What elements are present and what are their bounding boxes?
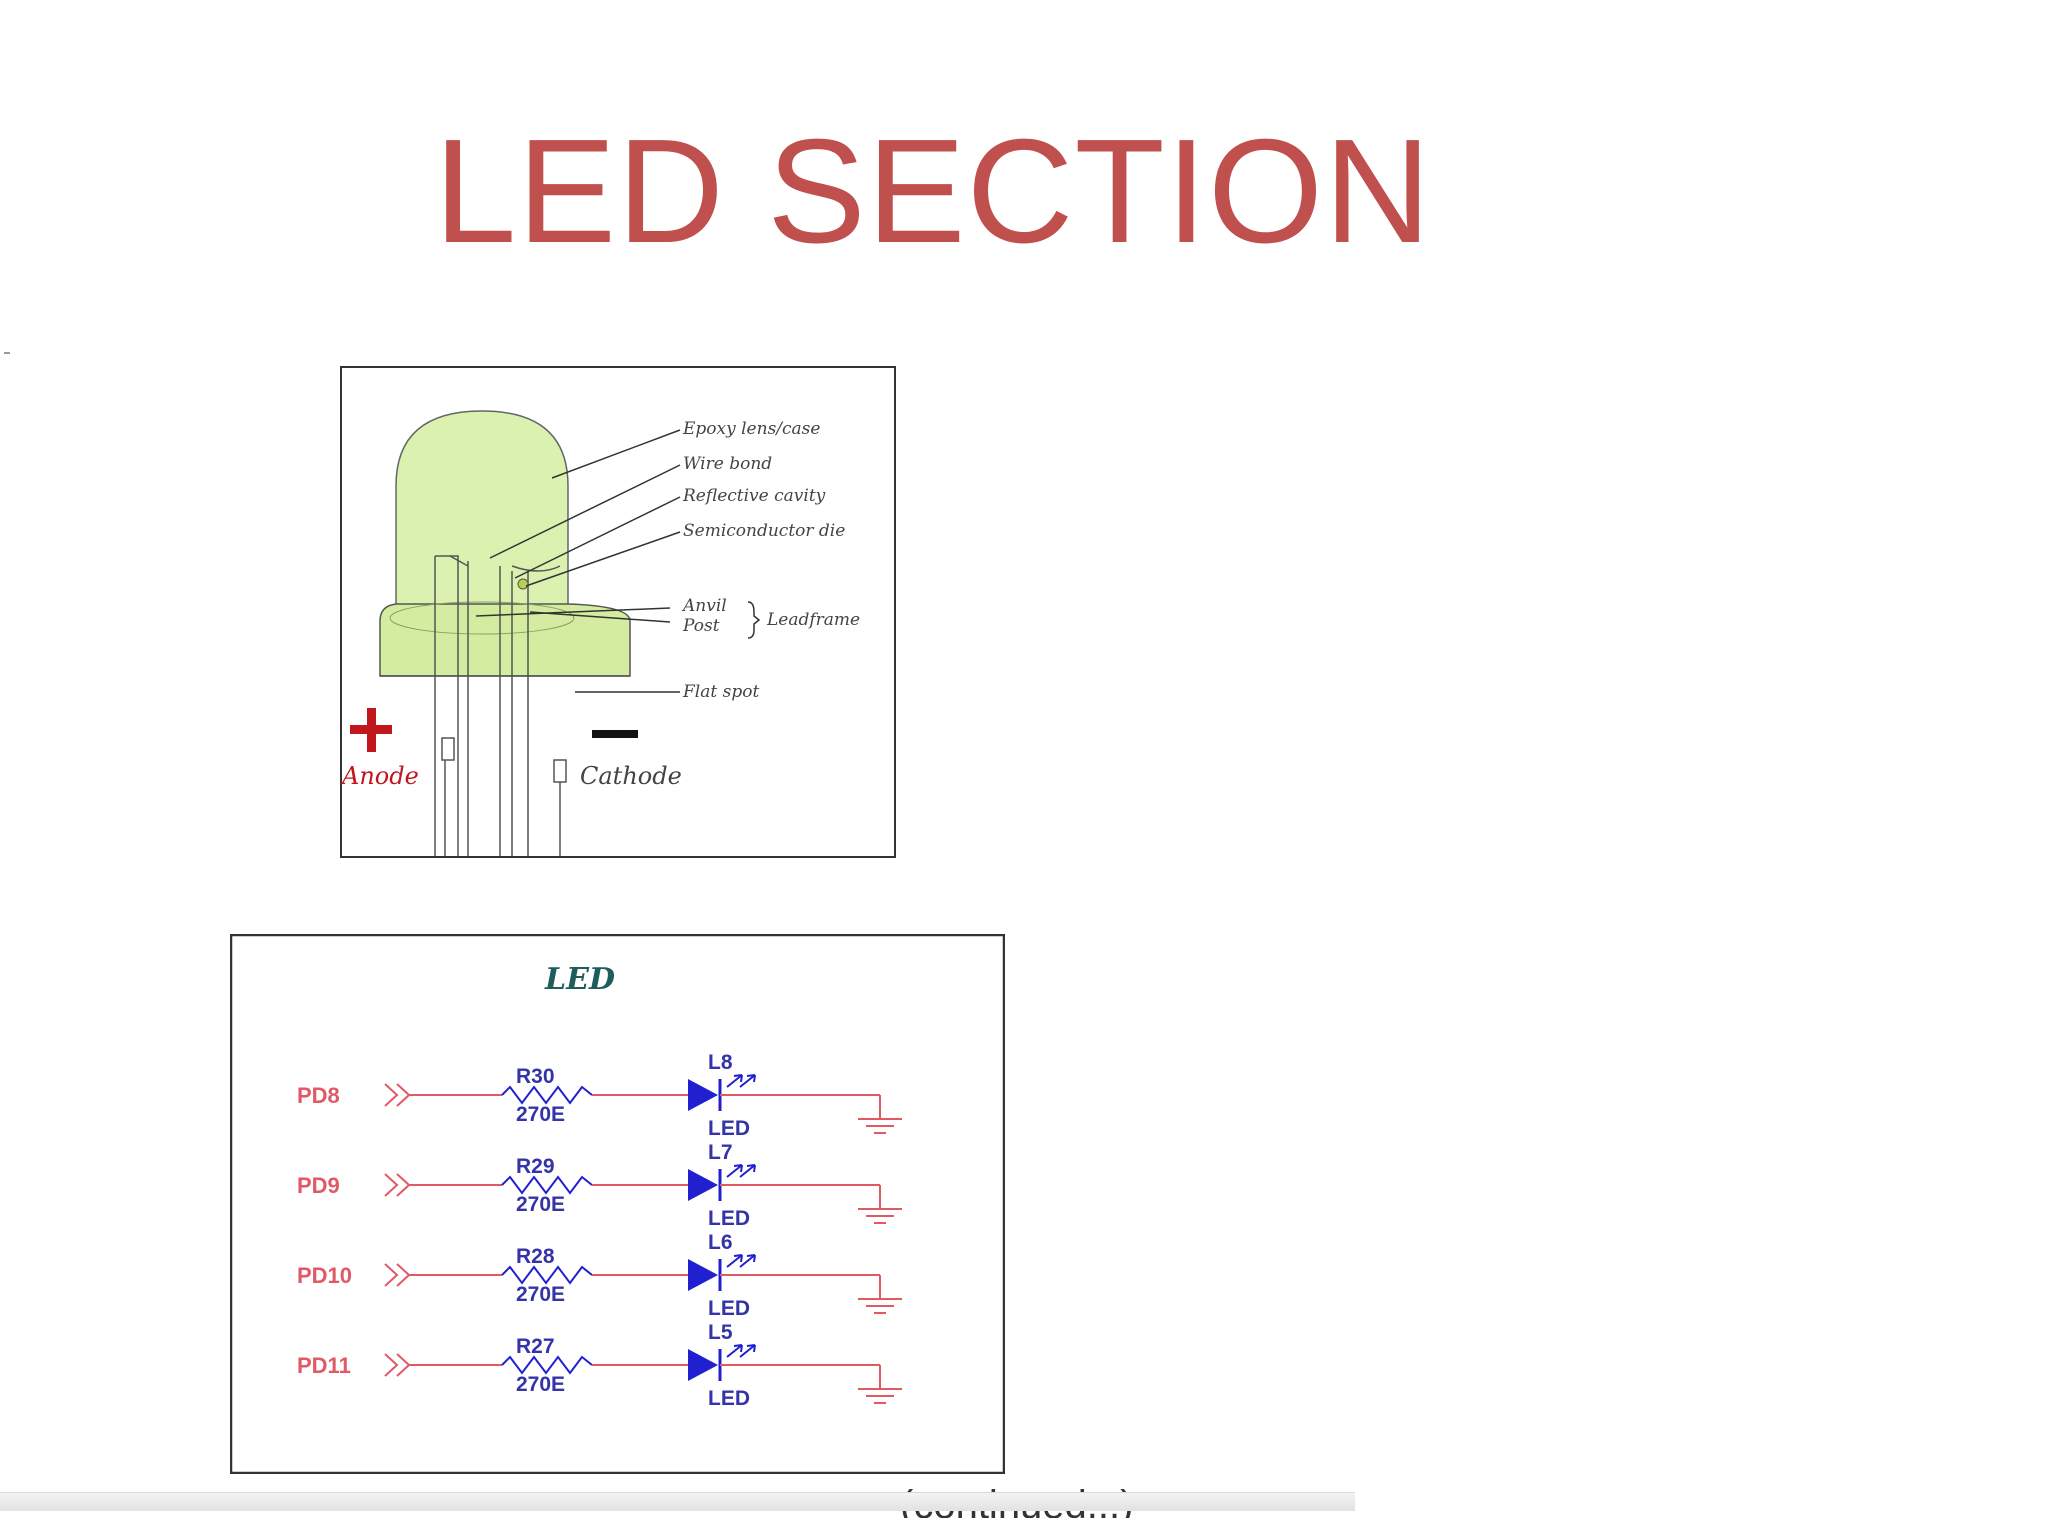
resistor-symbol xyxy=(501,1175,593,1195)
label-post: Post xyxy=(682,616,720,636)
label-epoxy: Epoxy lens/case xyxy=(682,419,820,439)
led-structure-figure: Epoxy lens/case Wire bond Reflective cav… xyxy=(340,366,896,858)
led-diode-symbol xyxy=(688,1079,718,1111)
led-designator: L6 xyxy=(708,1231,733,1254)
resistor-symbol xyxy=(501,1085,593,1105)
label-cathode: Cathode xyxy=(580,762,682,790)
semiconductor-die xyxy=(517,578,529,590)
led-type-label: LED xyxy=(708,1117,750,1140)
ground-icon xyxy=(858,1208,902,1224)
schematic-border xyxy=(229,933,1006,1475)
light-emission-icon xyxy=(726,1074,756,1088)
pin-label: PD8 xyxy=(297,1083,340,1108)
pin-label: PD9 xyxy=(297,1173,340,1198)
plus-icon xyxy=(350,708,392,752)
stray-mark xyxy=(4,352,10,354)
ground-icon xyxy=(858,1388,902,1404)
label-wire-bond: Wire bond xyxy=(683,454,772,474)
pin-label: PD10 xyxy=(297,1263,352,1288)
resistor-label: R30 xyxy=(516,1065,555,1088)
led-type-label: LED xyxy=(708,1387,750,1410)
led-diode-symbol xyxy=(688,1349,718,1381)
label-flat-spot: Flat spot xyxy=(682,682,759,702)
leadframe-brace xyxy=(747,601,761,639)
led-type-label: LED xyxy=(708,1207,750,1230)
label-reflective-cavity: Reflective cavity xyxy=(682,486,826,506)
ground-icon xyxy=(858,1298,902,1314)
minus-icon xyxy=(592,730,638,738)
page-title: LED SECTION xyxy=(434,109,1432,274)
resistor-value: 270E xyxy=(516,1283,565,1306)
resistor-value: 270E xyxy=(516,1193,565,1216)
resistor-symbol xyxy=(501,1265,593,1285)
resistor-label: R29 xyxy=(516,1155,555,1178)
resistor-symbol xyxy=(501,1355,593,1375)
led-diode-symbol xyxy=(688,1259,718,1291)
light-emission-icon xyxy=(726,1164,756,1178)
led-designator: L8 xyxy=(708,1051,733,1074)
pin-label: PD11 xyxy=(297,1353,351,1378)
callout-lines xyxy=(475,429,681,693)
resistor-value: 270E xyxy=(516,1103,565,1126)
label-semiconductor-die: Semiconductor die xyxy=(683,521,845,541)
light-emission-icon xyxy=(726,1254,756,1268)
led-lens xyxy=(379,410,631,677)
led-designator: L7 xyxy=(708,1141,733,1164)
label-anvil: Anvil xyxy=(681,596,727,616)
resistor-value: 270E xyxy=(516,1373,565,1396)
led-leads xyxy=(434,555,567,856)
resistor-label: R27 xyxy=(516,1335,555,1358)
bottom-scrollbar[interactable] xyxy=(0,1492,1355,1511)
label-leadframe: Leadframe xyxy=(766,610,860,630)
light-emission-icon xyxy=(726,1344,756,1358)
schematic-title: LED xyxy=(544,962,615,997)
led-type-label: LED xyxy=(708,1297,750,1320)
led-designator: L5 xyxy=(708,1321,733,1344)
label-anode: Anode xyxy=(340,762,419,790)
ground-icon xyxy=(858,1118,902,1134)
led-diode-symbol xyxy=(688,1169,718,1201)
resistor-label: R28 xyxy=(516,1245,555,1268)
